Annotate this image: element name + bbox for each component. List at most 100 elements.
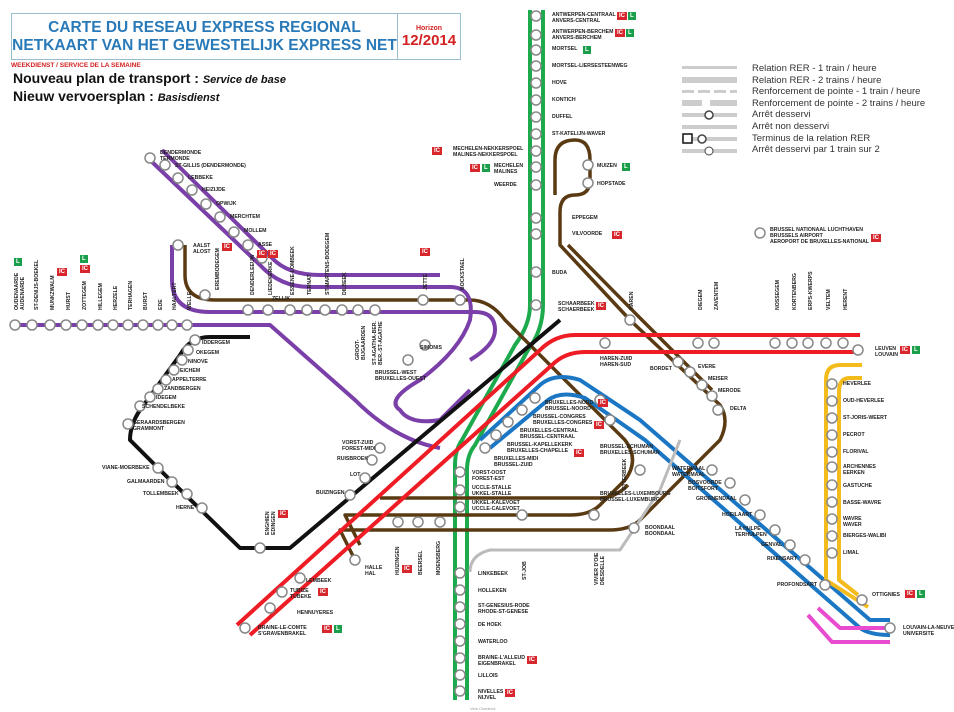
station-stop[interactable] (392, 516, 404, 528)
station-stop[interactable] (708, 337, 720, 349)
station-stop[interactable] (242, 239, 254, 251)
station-stop[interactable] (264, 602, 276, 614)
station-stop[interactable] (826, 547, 838, 559)
station-stop[interactable] (530, 44, 542, 56)
station-stop[interactable] (819, 579, 831, 591)
station-stop[interactable] (826, 530, 838, 542)
station-stop[interactable] (754, 509, 766, 521)
station-stop[interactable] (634, 464, 646, 476)
station-stop[interactable] (454, 635, 466, 647)
station-stop[interactable] (144, 391, 156, 403)
station-stop[interactable] (454, 618, 466, 630)
station-stop[interactable] (294, 572, 306, 584)
station-stop[interactable] (196, 502, 208, 514)
station-stop[interactable] (706, 390, 718, 402)
station-stop[interactable] (852, 344, 864, 356)
station-stop[interactable] (754, 227, 766, 239)
station-stop[interactable] (276, 586, 288, 598)
station-stop[interactable] (107, 319, 119, 331)
station-stop[interactable] (490, 429, 502, 441)
station-stop[interactable] (134, 400, 146, 412)
station-stop[interactable] (417, 294, 429, 306)
station-stop[interactable] (454, 652, 466, 664)
station-stop[interactable] (826, 479, 838, 491)
station-stop[interactable] (152, 462, 164, 474)
station-stop[interactable] (199, 289, 211, 301)
station-stop[interactable] (166, 476, 178, 488)
station-stop[interactable] (359, 472, 371, 484)
station-stop[interactable] (826, 412, 838, 424)
station-stop[interactable] (454, 601, 466, 613)
station-stop[interactable] (344, 489, 356, 501)
station-stop[interactable] (799, 554, 811, 566)
station-stop[interactable] (530, 29, 542, 41)
station-stop[interactable] (254, 542, 266, 554)
station-stop[interactable] (144, 152, 156, 164)
station-stop[interactable] (724, 477, 736, 489)
station-stop[interactable] (242, 304, 254, 316)
station-stop[interactable] (692, 337, 704, 349)
station-stop[interactable] (44, 319, 56, 331)
station-stop[interactable] (599, 337, 611, 349)
station-stop[interactable] (588, 509, 600, 521)
station-stop[interactable] (454, 466, 466, 478)
station-stop[interactable] (530, 94, 542, 106)
station-stop[interactable] (582, 159, 594, 171)
station-stop[interactable] (374, 442, 386, 454)
station-stop[interactable] (530, 145, 542, 157)
station-stop[interactable] (352, 304, 364, 316)
station-stop[interactable] (530, 266, 542, 278)
station-stop[interactable] (181, 488, 193, 500)
station-stop[interactable] (402, 354, 414, 366)
station-stop[interactable] (239, 622, 251, 634)
station-stop[interactable] (826, 395, 838, 407)
station-stop[interactable] (181, 319, 193, 331)
station-stop[interactable] (152, 319, 164, 331)
station-stop[interactable] (454, 584, 466, 596)
station-stop[interactable] (454, 685, 466, 697)
station-stop[interactable] (366, 454, 378, 466)
station-stop[interactable] (628, 522, 640, 534)
station-stop[interactable] (530, 77, 542, 89)
station-stop[interactable] (160, 374, 172, 386)
station-stop[interactable] (26, 319, 38, 331)
station-stop[interactable] (530, 212, 542, 224)
station-stop[interactable] (826, 496, 838, 508)
station-stop[interactable] (530, 10, 542, 22)
station-stop[interactable] (336, 304, 348, 316)
station-stop[interactable] (837, 337, 849, 349)
station-stop[interactable] (672, 356, 684, 368)
station-stop[interactable] (76, 319, 88, 331)
station-stop[interactable] (529, 392, 541, 404)
station-stop[interactable] (826, 513, 838, 525)
station-stop[interactable] (301, 304, 313, 316)
station-stop[interactable] (159, 159, 171, 171)
station-stop[interactable] (706, 464, 718, 476)
station-stop[interactable] (820, 337, 832, 349)
station-stop[interactable] (319, 304, 331, 316)
station-stop[interactable] (582, 177, 594, 189)
station-stop[interactable] (176, 354, 188, 366)
station-stop[interactable] (479, 442, 491, 454)
station-stop[interactable] (454, 501, 466, 513)
station-stop[interactable] (182, 344, 194, 356)
station-stop[interactable] (516, 404, 528, 416)
station-stop[interactable] (284, 304, 296, 316)
station-stop[interactable] (769, 524, 781, 536)
station-stop[interactable] (884, 622, 896, 634)
station-stop[interactable] (122, 319, 134, 331)
station-stop[interactable] (454, 669, 466, 681)
station-stop[interactable] (9, 319, 21, 331)
station-stop[interactable] (454, 294, 466, 306)
station-stop[interactable] (349, 554, 361, 566)
station-stop[interactable] (214, 211, 226, 223)
station-stop[interactable] (530, 111, 542, 123)
station-stop[interactable] (769, 337, 781, 349)
station-stop[interactable] (530, 161, 542, 173)
station-stop[interactable] (369, 304, 381, 316)
station-stop[interactable] (624, 314, 636, 326)
station-stop[interactable] (712, 404, 724, 416)
station-stop[interactable] (454, 567, 466, 579)
station-stop[interactable] (684, 366, 696, 378)
station-stop[interactable] (604, 414, 616, 426)
